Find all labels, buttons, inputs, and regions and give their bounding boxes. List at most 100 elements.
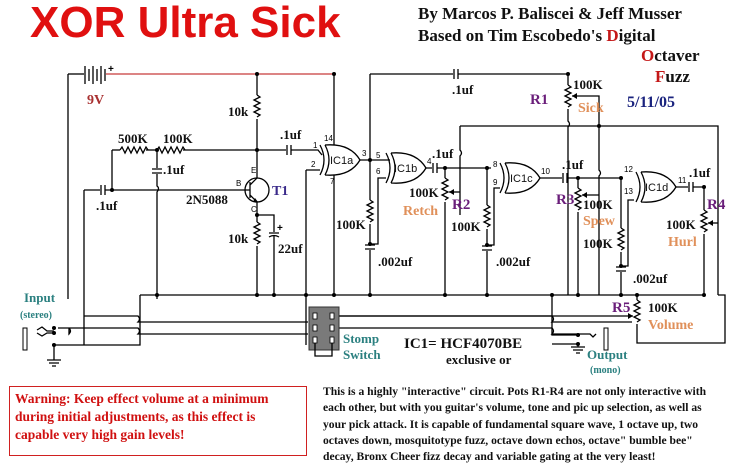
- capacitor-ic1d-out-label: .1uf: [689, 165, 711, 180]
- acronym-o-initial: O: [641, 46, 655, 65]
- pot-r5-ref: R5: [612, 300, 630, 316]
- pin-label: 5: [376, 151, 381, 160]
- pot-r3: R3 100K Spew: [556, 178, 616, 295]
- warning-box: Warning: Keep effect volume at a minimum…: [9, 386, 307, 456]
- capacitor-input: [83, 185, 245, 345]
- output-jack-sub: (mono): [590, 365, 621, 376]
- pot-r4-ref: R4: [707, 197, 726, 213]
- capacitor-feedback: [370, 69, 568, 79]
- acronym-f-initial: F: [655, 67, 666, 86]
- pin-label: 14: [324, 134, 333, 143]
- gate-ic1a-label: IC1a: [330, 155, 354, 167]
- capacitor-input-label: .1uf: [96, 198, 118, 213]
- pin-label: 3: [362, 149, 367, 158]
- acronym-d-rest: igital: [618, 26, 656, 45]
- gate-ic1b-label: IC1b: [394, 163, 417, 175]
- gate-ic1d: IC1d 12 13 11: [624, 165, 687, 203]
- gate-ic1c-label: IC1c: [510, 173, 533, 185]
- capacitor-t1-out-label: .1uf: [280, 127, 302, 142]
- resistor-100k-bias: [156, 146, 186, 154]
- pin-label: 7: [330, 177, 335, 186]
- capacitor-002-ic1c: [482, 229, 492, 295]
- capacitor-t1-out: [257, 145, 323, 156]
- pot-r4-name: Hurl: [668, 235, 697, 250]
- input-jack[interactable]: Input (stereo): [20, 290, 61, 367]
- resistor-500k: [119, 146, 149, 154]
- transistor-ref: T1: [272, 184, 288, 199]
- pot-r2: R2 100K Retch: [403, 168, 470, 295]
- credit-based-on: Based on Tim Escobedo's Digital: [418, 26, 655, 46]
- capacitor-22uf-label: 22uf: [278, 241, 303, 256]
- output-jack-label: Output: [587, 347, 628, 362]
- pin-e-label: E: [251, 166, 256, 175]
- pot-r3-value: 100K: [583, 197, 614, 212]
- credit-based-on-prefix: Based on Tim Escobedo's: [418, 26, 607, 45]
- pin-label: 8: [493, 160, 498, 169]
- resistor-10k-top-label: 10k: [228, 104, 249, 119]
- battery-plus-sign: +: [108, 64, 114, 75]
- pot-r4-value: 100K: [666, 217, 697, 232]
- resistor-100k-ic1d: [617, 227, 625, 251]
- capacitor-ic1c-out: [540, 173, 620, 183]
- resistor-100k-ic1c: [483, 204, 491, 228]
- capacitor-002-ic1d-label: .002uf: [633, 271, 668, 286]
- capacitor-002-ic1d: [616, 252, 626, 295]
- capacitor-bias-label: .1uf: [163, 162, 185, 177]
- pot-r3-name: Spew: [583, 214, 616, 229]
- capacitor-002-ic1c-label: .002uf: [496, 254, 531, 269]
- circuit-description: This is a highly "interactive" circuit. …: [323, 385, 707, 464]
- pot-r3-ref: R3: [556, 192, 574, 208]
- resistor-10k-collector-label: 10k: [228, 231, 249, 246]
- pot-r2-value: 100K: [409, 185, 440, 200]
- capacitor-002-ic1b: [365, 224, 375, 295]
- pin-label: 12: [624, 165, 633, 174]
- acronym-octaver: Octaver: [641, 46, 700, 66]
- pin-label: 11: [678, 176, 687, 185]
- credit-authors: By Marcos P. Baliscei & Jeff Musser: [418, 4, 682, 23]
- pin-label: 10: [541, 167, 550, 176]
- pin-label: 9: [493, 178, 498, 187]
- pot-r5-value: 100K: [648, 300, 679, 315]
- stomp-switch-label-2: Switch: [343, 347, 381, 362]
- acronym-fuzz: Fuzz: [655, 67, 690, 87]
- resistor-10k-top: [253, 94, 261, 118]
- pot-r1-value: 100K: [573, 77, 604, 92]
- output-jack[interactable]: Output (mono): [552, 327, 628, 376]
- input-jack-label: Input: [24, 290, 56, 305]
- input-jack-sub: (stereo): [20, 310, 52, 321]
- resistor-10k-collector: [253, 221, 261, 245]
- pin-label: 13: [624, 187, 633, 196]
- capacitor-002-ic1b-label: .002uf: [378, 254, 413, 269]
- stomp-switch[interactable]: Stomp Switch: [308, 306, 381, 362]
- capacitor-ic1c-out-label: .1uf: [562, 157, 584, 172]
- stomp-switch-label-1: Stomp: [343, 331, 379, 346]
- pot-r1-ref: R1: [530, 92, 548, 108]
- pin-label: 6: [376, 167, 381, 176]
- gate-ic1a: IC1a 1 2 3 14 7: [311, 134, 367, 186]
- capacitor-feedback-label: .1uf: [452, 82, 474, 97]
- pot-r2-name: Retch: [403, 204, 438, 219]
- pin-c-label: C: [251, 205, 257, 214]
- acronym-f-rest: uzz: [665, 67, 690, 86]
- pin-label: 4: [427, 157, 432, 166]
- capacitor-22uf: [257, 214, 280, 295]
- pot-r1-name: Sick: [578, 101, 604, 116]
- acronym-o-rest: ctaver: [654, 46, 700, 65]
- acronym-d-initial: D: [606, 26, 619, 45]
- pot-r1: R1 100K Sick: [530, 74, 604, 295]
- pin-b-label: B: [236, 179, 241, 188]
- resistor-100k-bias-label: 100K: [163, 131, 194, 146]
- revision-date: 5/11/05: [627, 94, 676, 111]
- battery-label: 9V: [87, 93, 104, 108]
- ic-part-number: IC1= HCF4070BE: [404, 336, 522, 352]
- gate-ic1d-label: IC1d: [645, 182, 668, 194]
- ic-part-description: exclusive or: [446, 352, 512, 367]
- capacitor-22uf-plus: +: [277, 223, 283, 234]
- capacitor-ic1b-out: [426, 163, 491, 173]
- resistor-100k-ic1d-label: 100K: [583, 236, 614, 251]
- resistor-100k-ic1b: [366, 199, 374, 223]
- transistor-part: 2N5088: [186, 192, 228, 207]
- pin-label: 1: [313, 141, 318, 150]
- pot-r5-name: Volume: [648, 318, 693, 333]
